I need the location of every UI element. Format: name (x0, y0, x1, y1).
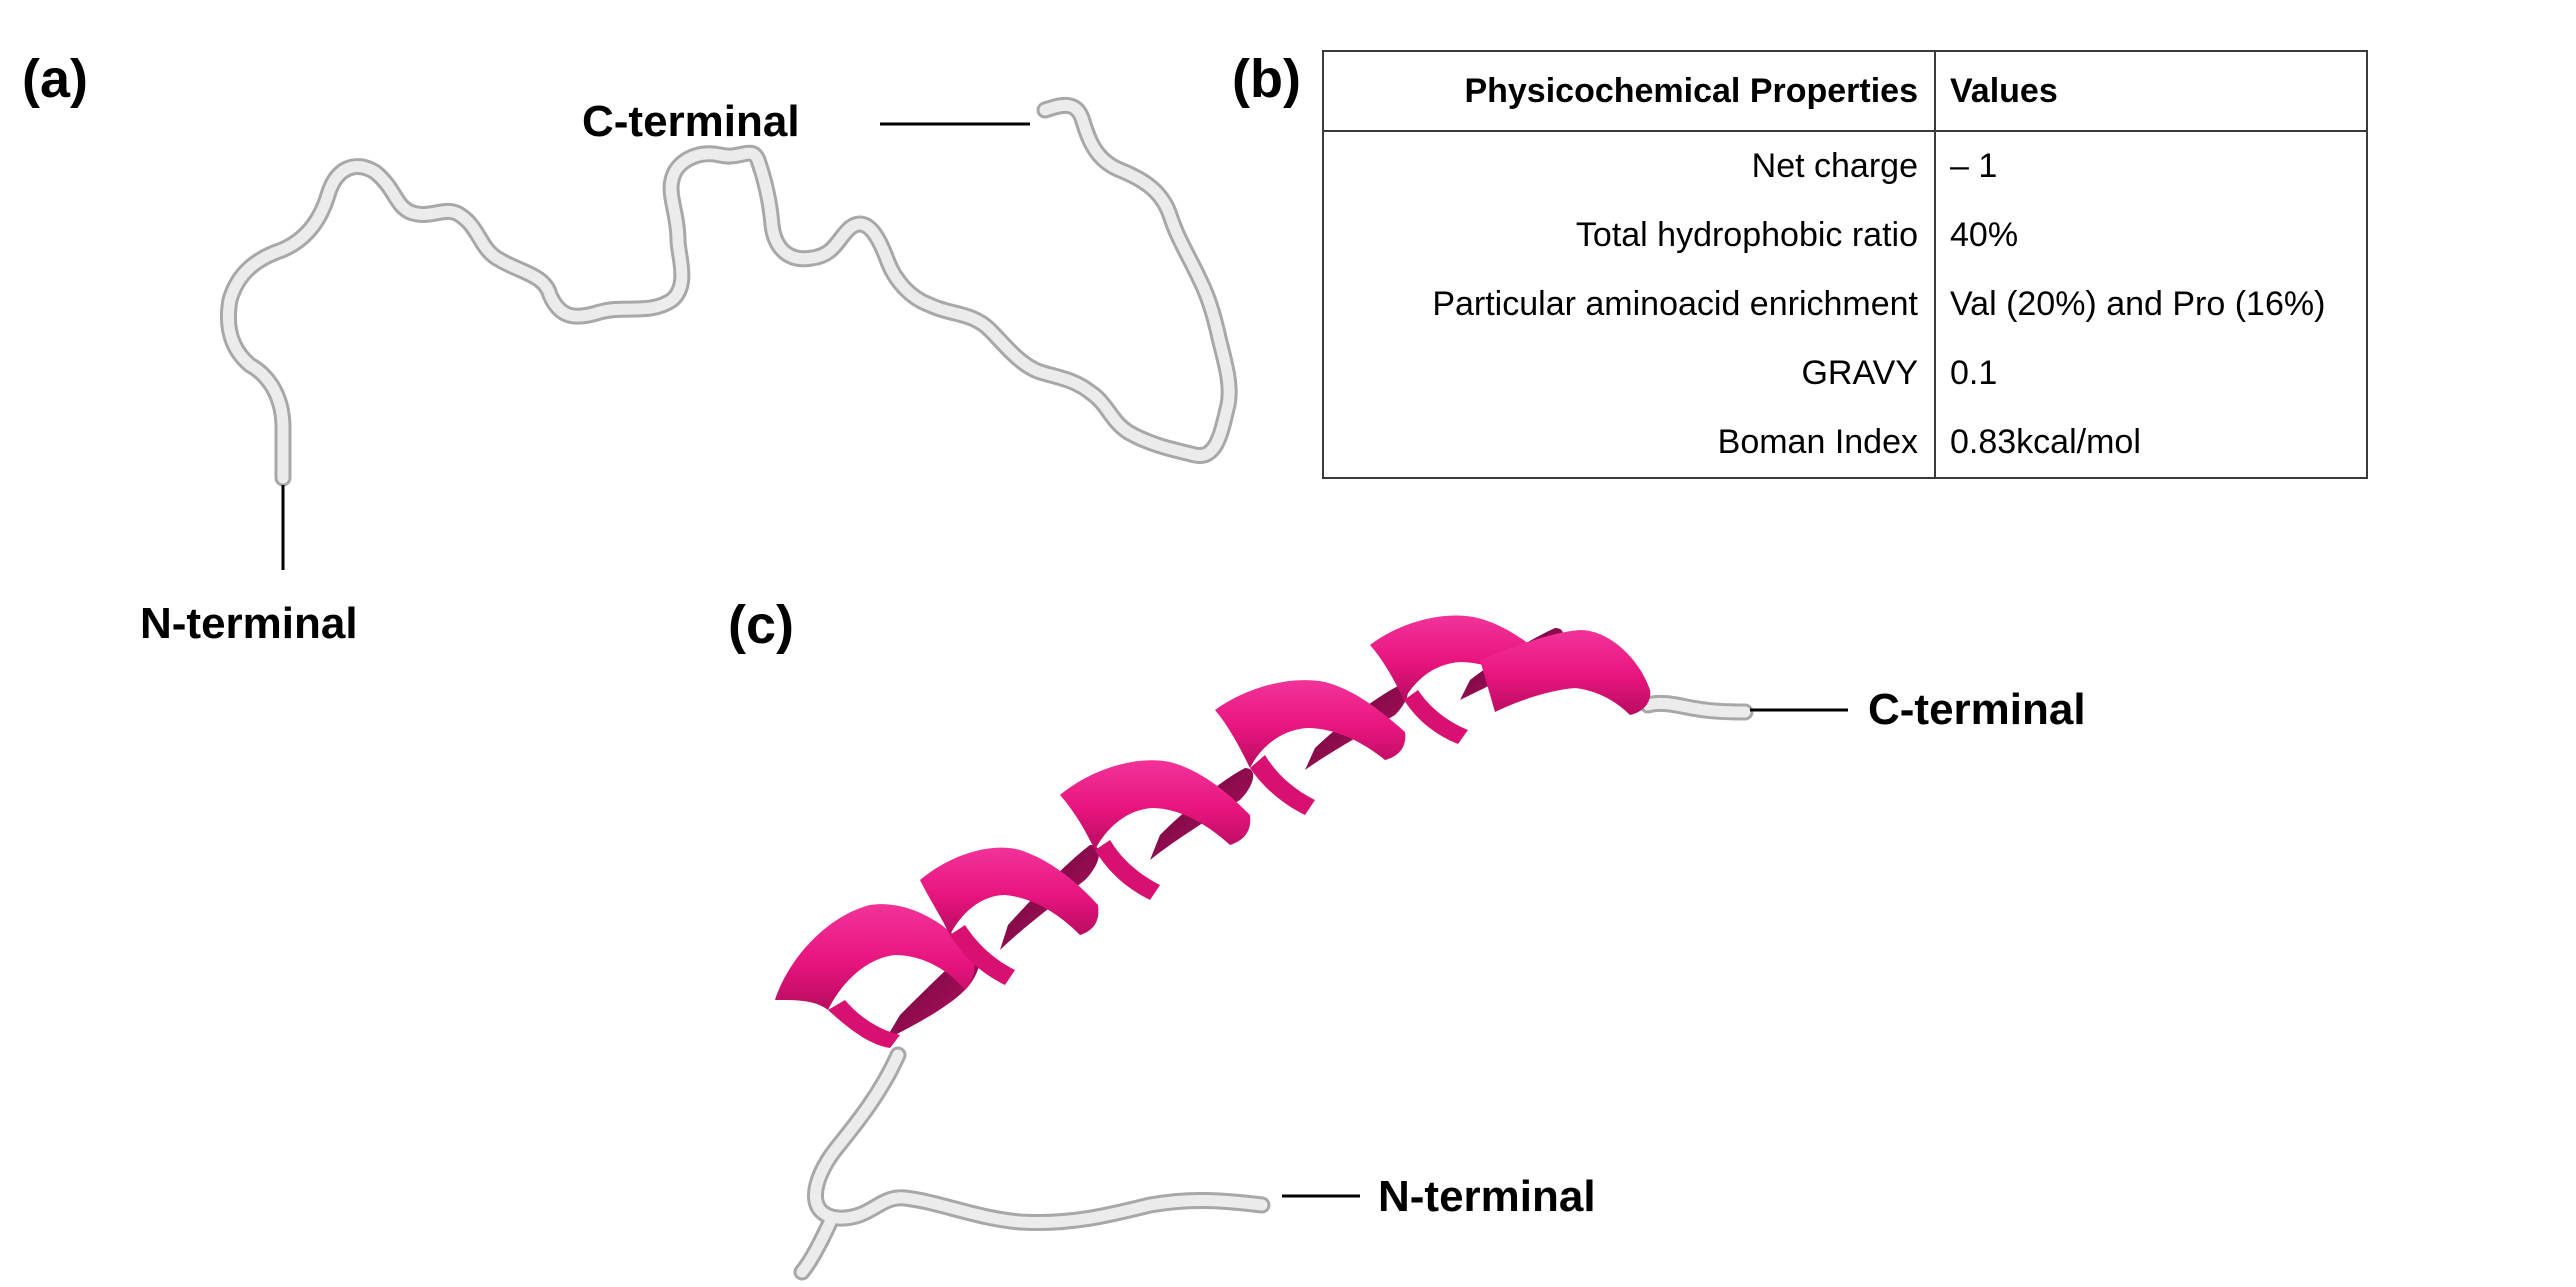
property-cell: Particular aminoacid enrichment (1323, 270, 1936, 339)
coil-a-fill (222, 99, 1235, 484)
table-row: GRAVY 0.1 (1323, 339, 2367, 408)
table-row: Boman Index 0.83kcal/mol (1323, 408, 2367, 478)
panel-c-label: (c) (728, 595, 794, 655)
table-header-row: Physicochemical Properties Values (1323, 51, 2367, 132)
panel-a-c-terminal-label: C-terminal (582, 97, 800, 146)
value-cell: 40% (1950, 216, 2019, 254)
panel-c-c-terminal-label: C-terminal (1868, 685, 2086, 734)
coil-c-c-fill (1642, 697, 1751, 718)
table-row: Particular aminoacid enrichment Val (20%… (1323, 270, 2367, 339)
coil-c-n-fill (796, 1049, 1268, 1278)
table-row: Total hydrophobic ratio 40% (1323, 201, 2367, 270)
helix-connecting-strips (828, 690, 1468, 1048)
panel-c-n-terminal-label: N-terminal (1378, 1172, 1596, 1221)
value-cell: Val (20%) and Pro (16%) (1950, 285, 2326, 323)
property-cell: Net charge (1323, 131, 1936, 201)
property-cell: GRAVY (1323, 339, 1936, 408)
value-cell: 0.83kcal/mol (1950, 423, 2141, 461)
panel-a-label: (a) (22, 49, 88, 109)
header-values: Values (1935, 51, 2367, 132)
panel-b-label: (b) (1232, 49, 1301, 109)
panel-a-n-terminal-label: N-terminal (140, 599, 358, 648)
property-cell: Boman Index (1323, 408, 1936, 478)
helix-front-faces (775, 615, 1651, 1010)
coil-c-n-outline (793, 1046, 1271, 1281)
physicochemical-properties-table: Physicochemical Properties Values Net ch… (1322, 50, 2368, 479)
header-property: Physicochemical Properties (1323, 51, 1936, 132)
value-cell: 0.1 (1950, 354, 1998, 392)
property-cell: Total hydrophobic ratio (1323, 201, 1936, 270)
value-cell: – 1 (1950, 147, 1998, 185)
table-row: Net charge – 1 (1323, 131, 2367, 201)
